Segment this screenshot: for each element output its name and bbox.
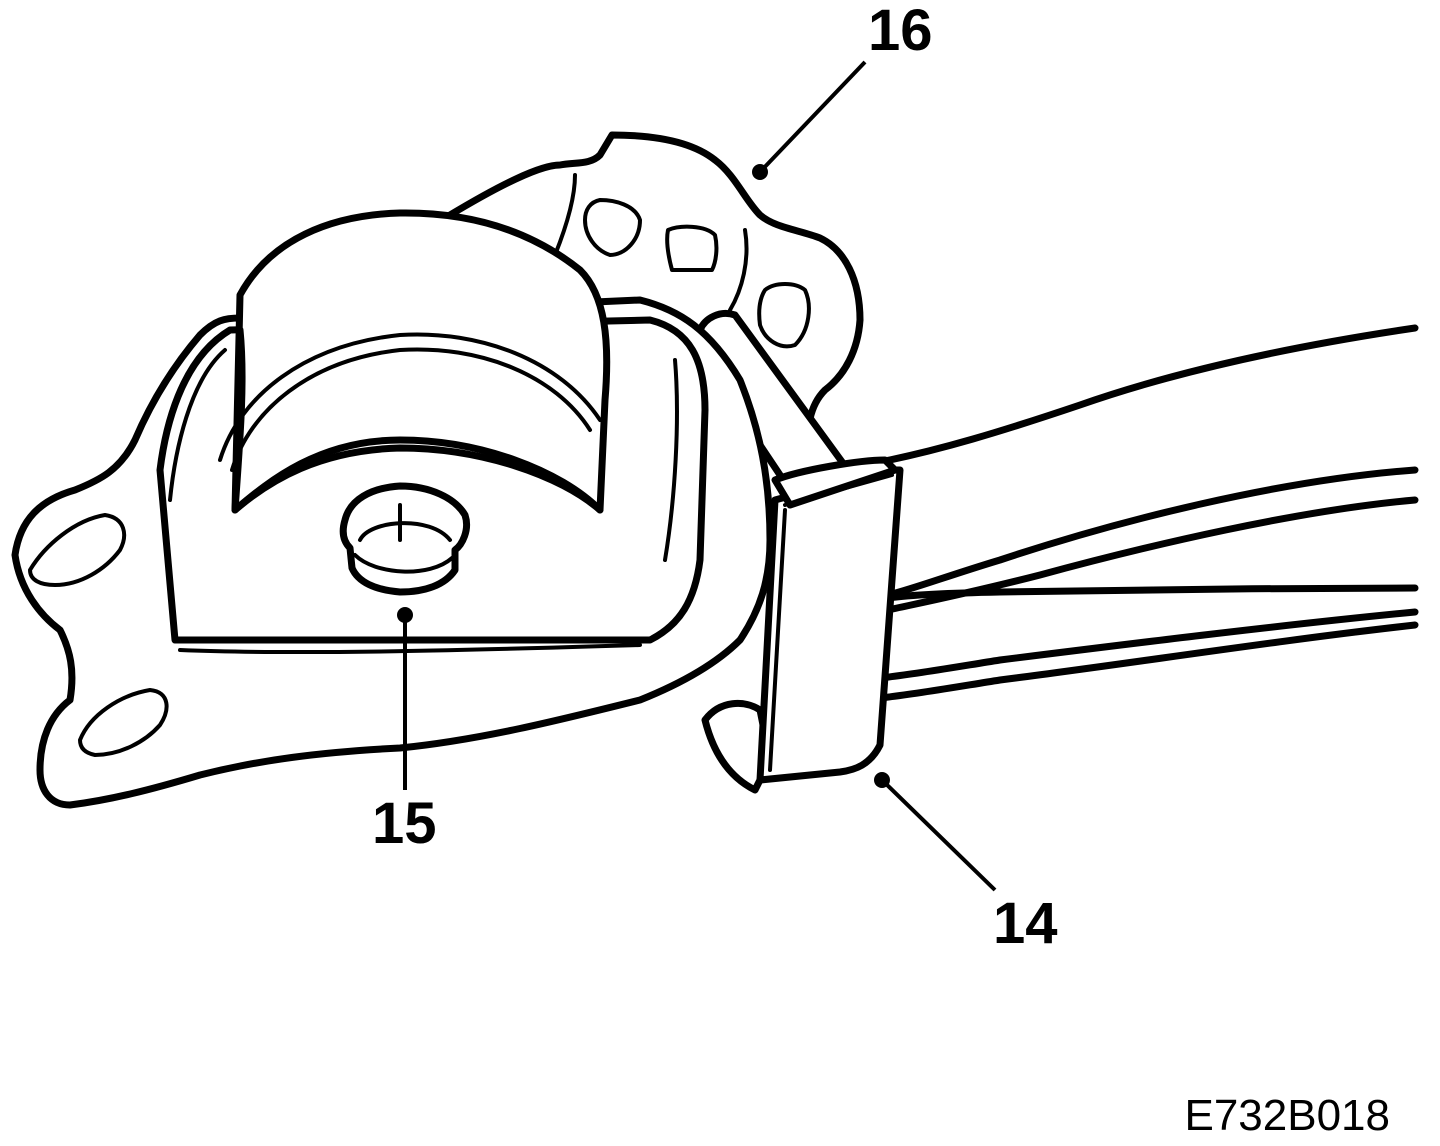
bracket-16 xyxy=(446,131,864,494)
leader-15 xyxy=(397,607,413,790)
nut-15 xyxy=(339,482,471,596)
leader-16 xyxy=(752,60,867,180)
callout-14: 14 xyxy=(993,891,1058,956)
callout-15: 15 xyxy=(372,791,437,856)
leader-14 xyxy=(874,772,997,892)
callout-16: 16 xyxy=(868,0,933,63)
rubber-bushing xyxy=(218,209,611,514)
clamp-14 xyxy=(701,456,904,794)
leaf-spring xyxy=(876,324,1419,702)
figure-code: E732B018 xyxy=(1184,1091,1390,1140)
